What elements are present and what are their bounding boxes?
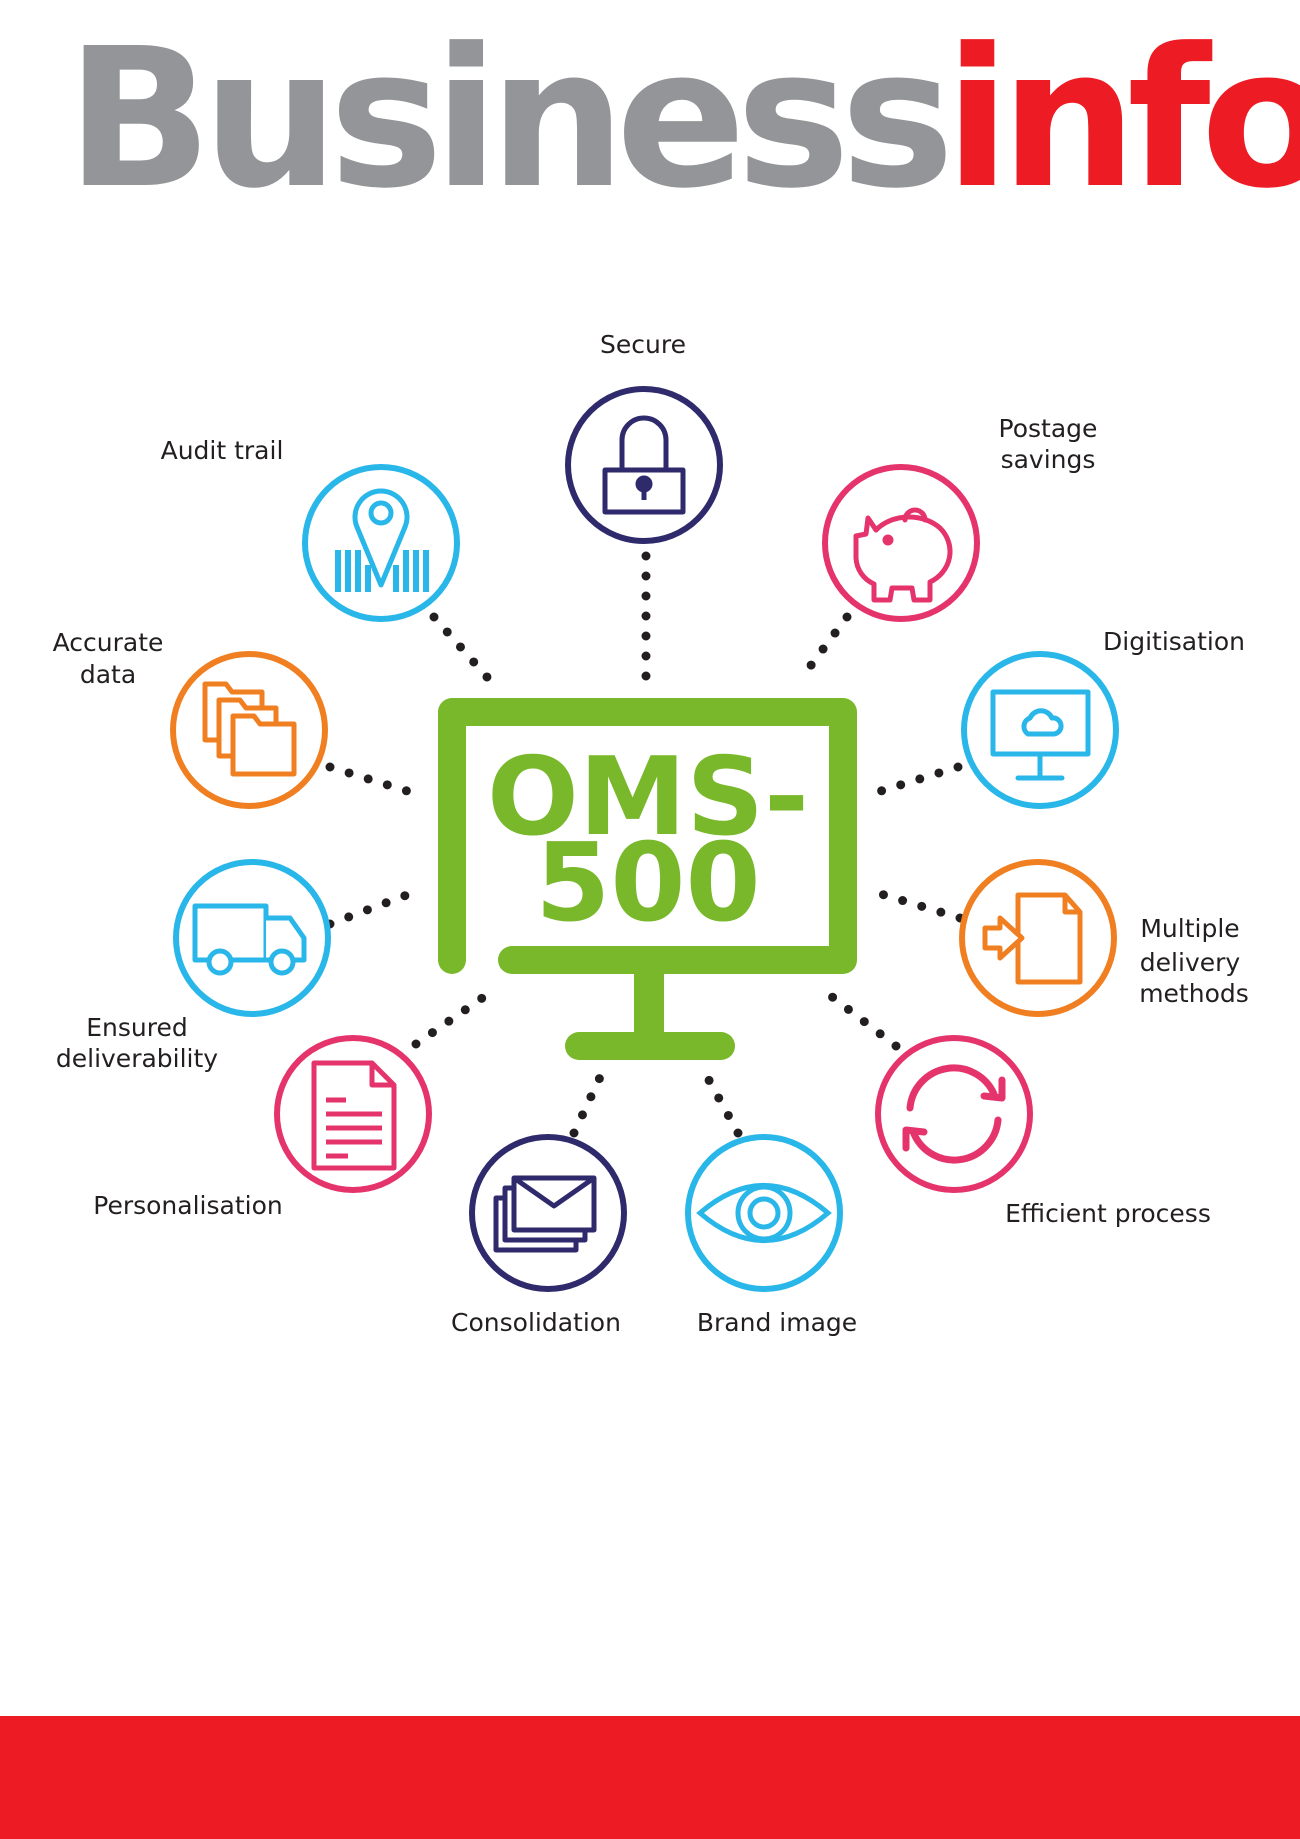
label-multiple-line3: methods bbox=[1139, 979, 1249, 1008]
oms-title-line2: 500 bbox=[535, 821, 760, 946]
feature-accurate-data: Accurate data bbox=[53, 628, 328, 809]
monitor-cloud-icon bbox=[990, 689, 1091, 781]
brand-logo: Businessinfo bbox=[66, 8, 1300, 231]
label-brand-image: Brand image bbox=[697, 1308, 857, 1337]
label-accurate-line2: data bbox=[80, 660, 136, 689]
feature-consolidation: Consolidation bbox=[451, 1134, 627, 1337]
feature-ensured-deliverability: Ensured deliverability bbox=[56, 859, 331, 1073]
label-ensured-line2: deliverability bbox=[56, 1044, 218, 1073]
oms-monitor: OMS- 500 bbox=[438, 698, 857, 1060]
feature-multiple-delivery: Multiple delivery methods bbox=[959, 859, 1249, 1017]
location-barcode-icon bbox=[335, 488, 429, 592]
oms-title-line1: OMS- bbox=[487, 735, 809, 860]
feature-audit-trail: Audit trail bbox=[161, 436, 460, 622]
monitor-frame bbox=[438, 698, 857, 974]
document-icon bbox=[311, 1060, 397, 1171]
envelopes-icon bbox=[493, 1175, 597, 1253]
label-postage-line1: Postage bbox=[999, 414, 1098, 443]
padlock-icon bbox=[602, 415, 686, 515]
folders-icon bbox=[202, 681, 297, 777]
eye-icon bbox=[696, 1183, 832, 1243]
document-arrow-icon bbox=[982, 892, 1083, 985]
label-efficient: Efficient process bbox=[1005, 1199, 1211, 1228]
truck-icon bbox=[192, 903, 307, 976]
feature-digitisation: Digitisation bbox=[961, 627, 1245, 809]
feature-personalisation: Personalisation bbox=[93, 1035, 432, 1220]
feature-efficient-process: Efficient process bbox=[875, 1035, 1211, 1228]
monitor-stand bbox=[565, 1032, 735, 1060]
label-consolidation: Consolidation bbox=[451, 1308, 621, 1337]
refresh-icon bbox=[902, 1064, 1006, 1164]
monitor-neck bbox=[634, 974, 664, 1040]
label-multiple-line1: Multiple bbox=[1140, 914, 1239, 943]
piggy-bank-icon bbox=[853, 507, 953, 603]
label-multiple-line2: delivery bbox=[1140, 948, 1241, 977]
feature-brand-image: Brand image bbox=[685, 1134, 857, 1337]
brand-business-text: Business bbox=[66, 8, 955, 231]
label-digitisation: Digitisation bbox=[1103, 627, 1245, 656]
footer-bar bbox=[0, 1716, 1300, 1839]
brand-info-text: info bbox=[944, 8, 1300, 231]
label-accurate-line1: Accurate bbox=[53, 628, 164, 657]
feature-secure: Secure bbox=[565, 330, 723, 544]
label-ensured-line1: Ensured bbox=[86, 1013, 188, 1042]
label-postage-line2: savings bbox=[1001, 445, 1096, 474]
feature-postage-savings: Postage savings bbox=[822, 414, 1098, 622]
label-secure: Secure bbox=[600, 330, 686, 359]
label-personalisation: Personalisation bbox=[93, 1191, 282, 1220]
connector-dots bbox=[325, 551, 965, 1138]
label-audit: Audit trail bbox=[161, 436, 284, 465]
